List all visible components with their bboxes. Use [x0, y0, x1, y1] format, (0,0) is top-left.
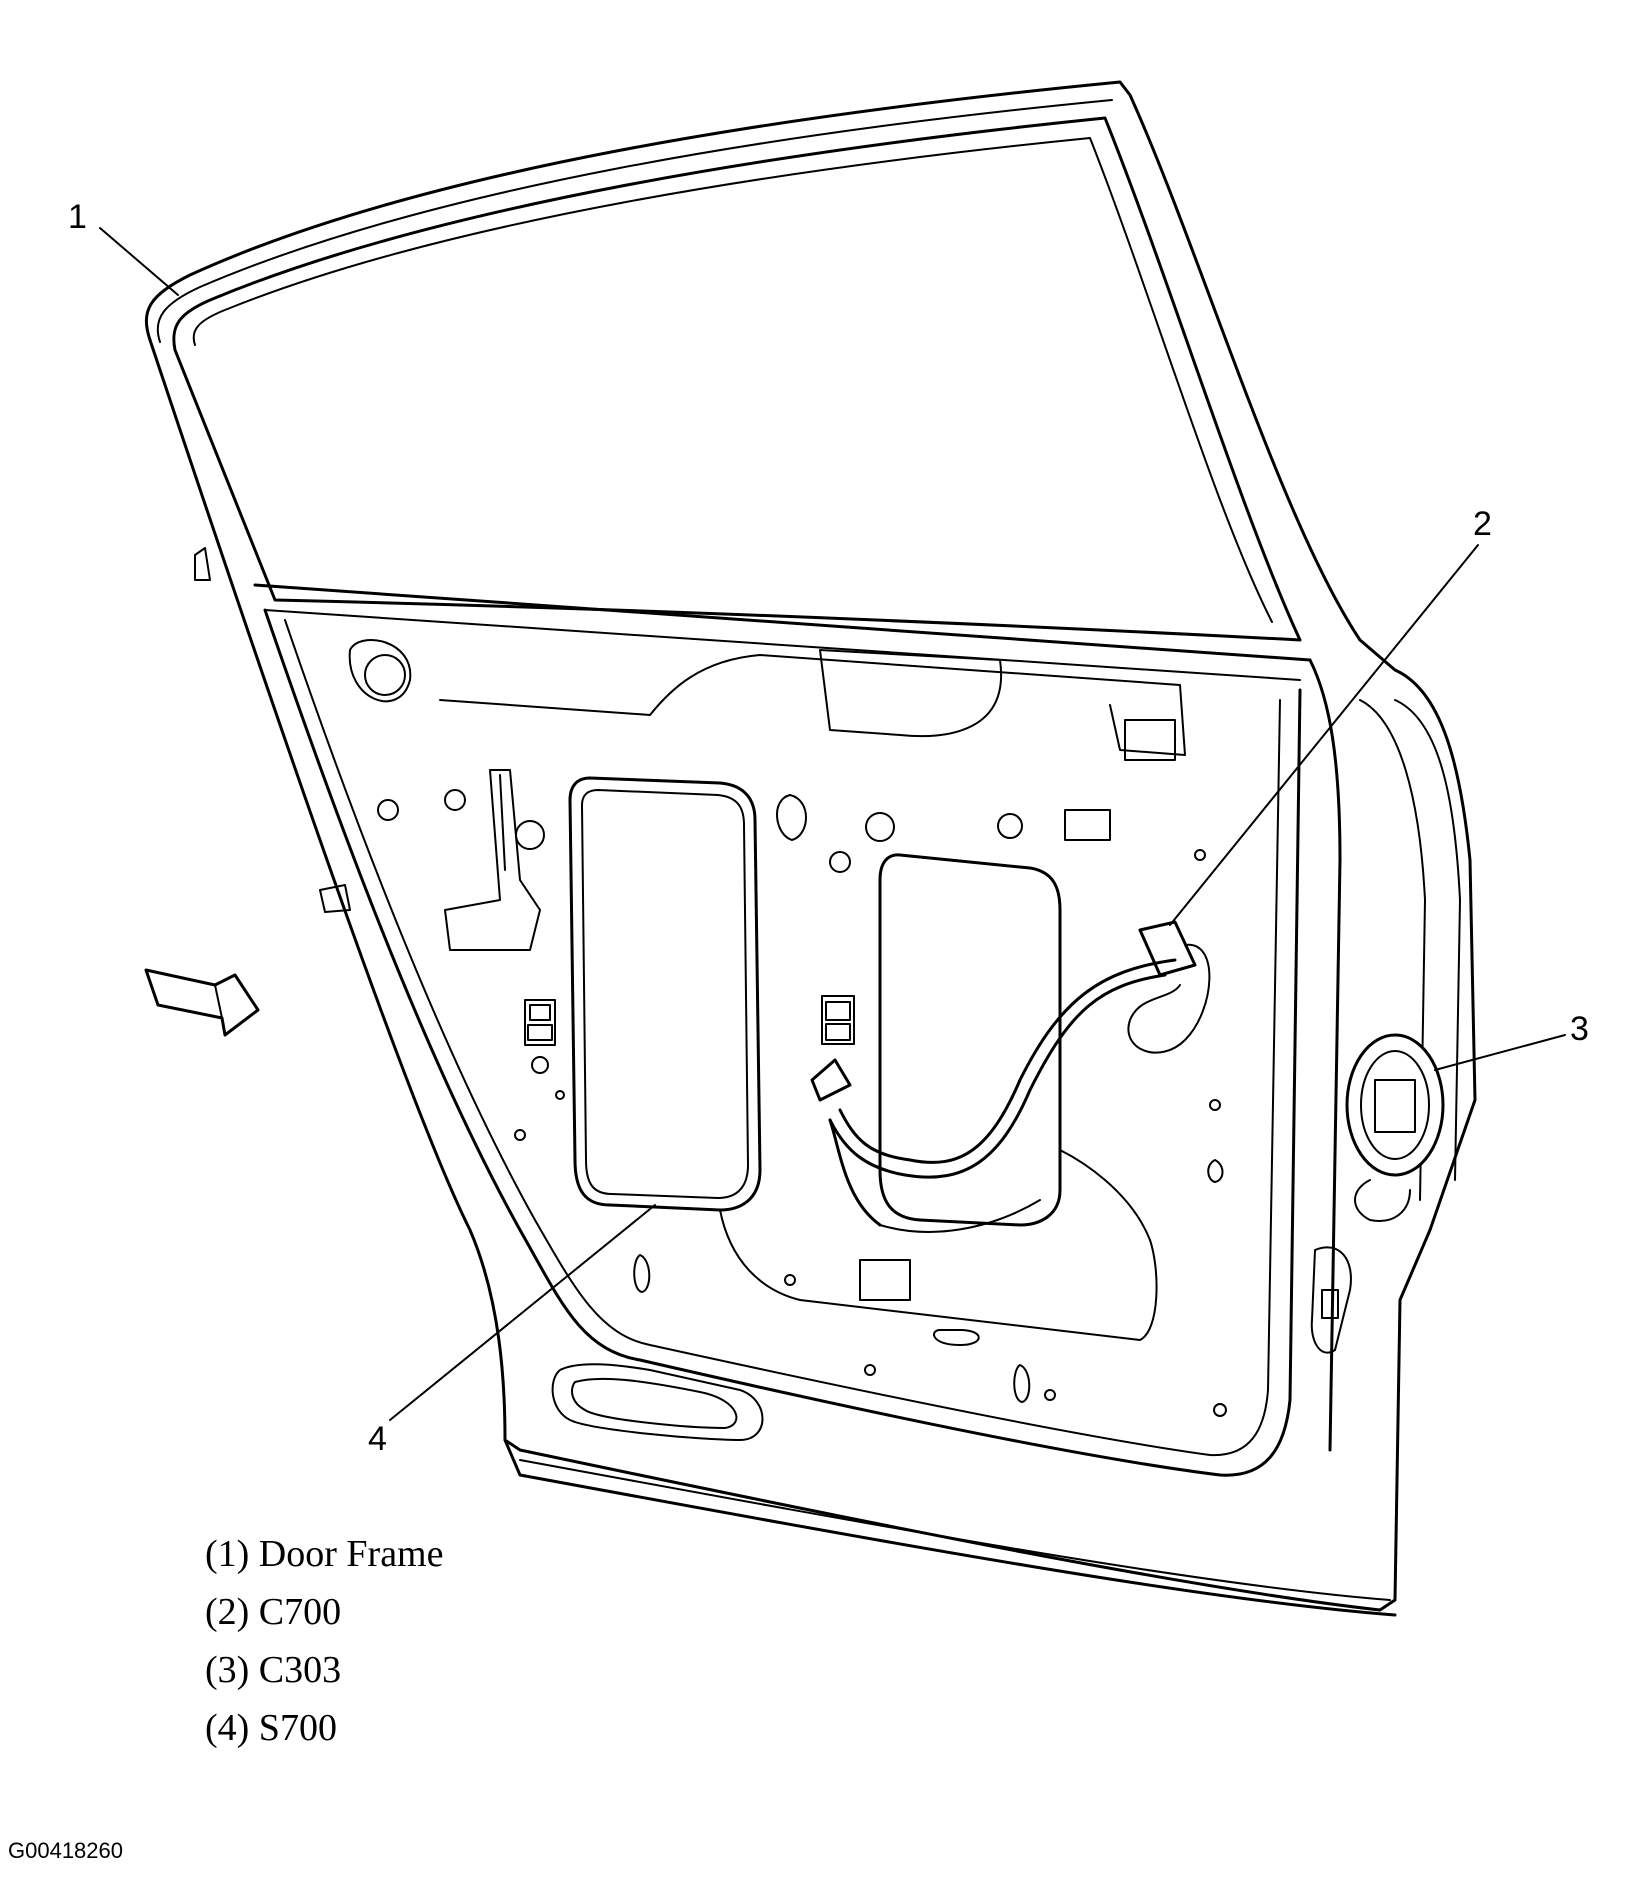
callout-4-leader — [389, 1204, 656, 1421]
callout-1-leader — [99, 227, 179, 296]
callout-3-number: 3 — [1570, 1010, 1589, 1048]
legend-item-c303: (3) C303 — [205, 1649, 342, 1691]
legend-item-c700: (2) C700 — [205, 1591, 342, 1633]
callout-3-leader — [1434, 1034, 1566, 1071]
legend-item-s700: (4) S700 — [205, 1707, 337, 1749]
legend-item-door-frame: (1) Door Frame — [205, 1533, 444, 1575]
door-frame-drawing — [144, 80, 1477, 1617]
figure-id: G00418260 — [8, 1838, 123, 1863]
callout-1-number: 1 — [68, 198, 87, 236]
callout-2-leader — [1169, 544, 1479, 926]
legend: (1) Door Frame (2) C700 (3) C303 (4) S70… — [205, 1525, 443, 1757]
view-direction-arrow-icon — [144, 968, 260, 1037]
callout-4-number: 4 — [368, 1420, 387, 1458]
callout-2-number: 2 — [1473, 505, 1492, 543]
